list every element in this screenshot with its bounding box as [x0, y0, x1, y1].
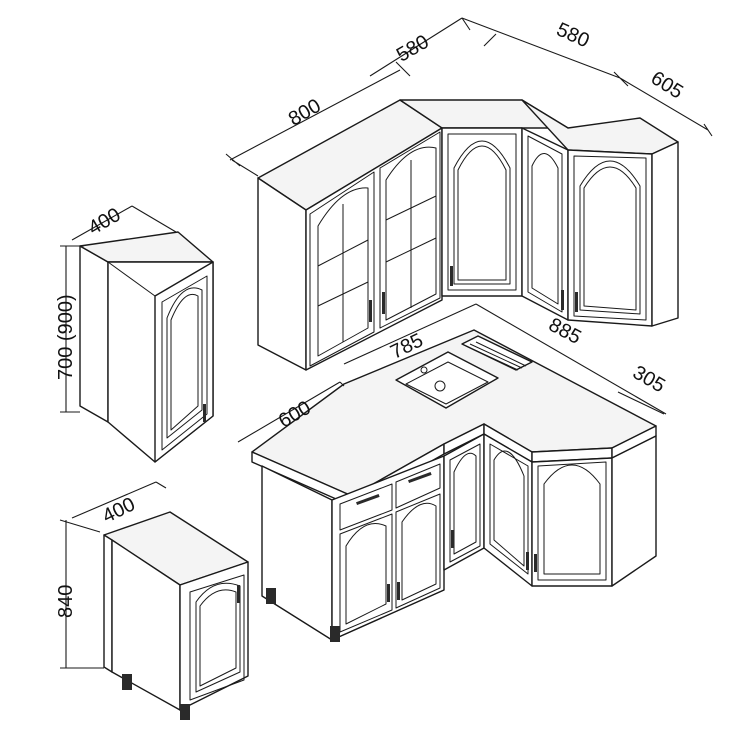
base-cabinets — [251, 329, 657, 642]
dim-tall-width: 400 — [85, 204, 125, 240]
dim-wall-corner-a: 580 — [393, 31, 433, 67]
dim-tall-height: 700 (900) — [55, 294, 77, 380]
dim-small-base-height: 840 — [55, 585, 77, 618]
dim-wall-left-width: 800 — [285, 95, 325, 131]
dim-small-base-width: 400 — [99, 493, 139, 527]
tall-wall-cabinet — [79, 231, 214, 463]
dim-base-right-depth: 305 — [629, 361, 669, 397]
dimension-lines — [59, 17, 713, 669]
small-base-cabinet — [103, 511, 249, 720]
dim-wall-corner-b: 580 — [553, 19, 592, 53]
upper-wall-cabinets — [257, 99, 679, 371]
